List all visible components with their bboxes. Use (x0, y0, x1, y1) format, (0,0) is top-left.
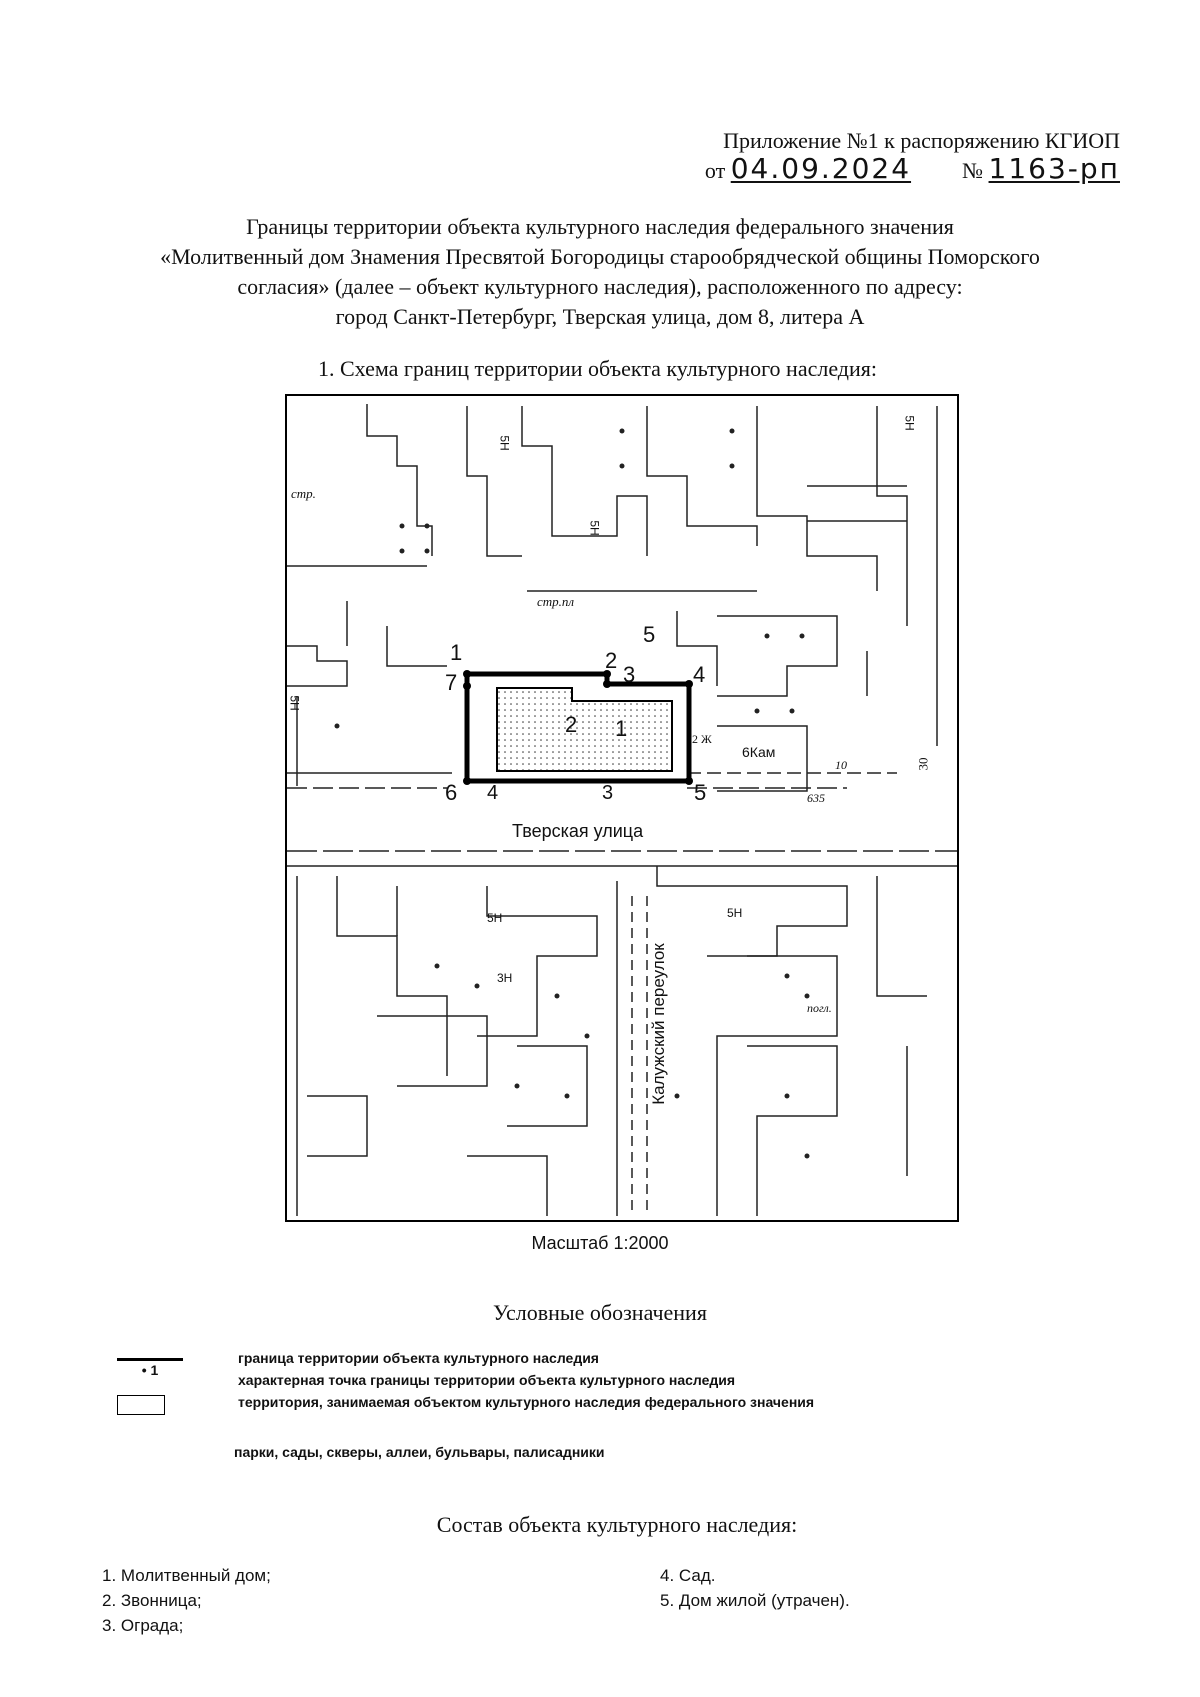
object-territory-symbol (117, 1395, 165, 1415)
boundary-point-label: 5 (694, 780, 707, 805)
building-label: 5Н (497, 435, 512, 451)
composition-item: 3. Ограда; (102, 1616, 184, 1635)
title-line: согласия» (далее – объект культурного на… (237, 274, 963, 299)
map-dots (334, 428, 810, 1159)
building-label: 5Н (727, 906, 743, 920)
building-label: 5Н (902, 415, 917, 431)
map-label: 10 (835, 758, 847, 772)
heritage-object-area (496, 687, 673, 772)
boundary-point-label: 1 (450, 640, 463, 665)
boundary-point-markers (463, 670, 693, 785)
boundary-point-label: 4 (693, 662, 706, 687)
point-symbol-label: 1 (150, 1362, 159, 1378)
building-label: 3Н (497, 971, 513, 985)
building-label: 5Н (487, 911, 503, 925)
legend-item: парки, сады, скверы, аллеи, бульвары, па… (234, 1444, 605, 1460)
boundary-point-label: 6 (445, 780, 458, 805)
map-label: погл. (807, 1001, 832, 1015)
order-number: 1163-рп (988, 152, 1120, 185)
legend-item: территория, занимаемая объектом культурн… (238, 1394, 815, 1410)
map-label: 30 (915, 757, 931, 771)
map-drawing (287, 404, 957, 1216)
legend-title: Условные обозначения (493, 1300, 707, 1325)
boundary-point-label: 3 (623, 662, 636, 687)
lane-label: Калужский переулок (649, 943, 668, 1105)
scheme-heading: 1. Схема границ территории объекта культ… (318, 356, 878, 381)
composition-item: 5. Дом жилой (утрачен). (660, 1591, 850, 1610)
element-label: 1 (615, 716, 628, 741)
legend-item: характерная точка границы территории объ… (238, 1372, 736, 1388)
composition-item: 1. Молитвенный дом; (102, 1566, 271, 1585)
composition-title: Состав объекта культурного наследия: (436, 1512, 798, 1537)
building-label: 5Н (587, 520, 602, 536)
map-background-lines (287, 404, 957, 1216)
boundary-map: 1 2 3 4 5 6 7 1 2 3 4 5 5Н 5Н 5Н 6Кам 5Н… (285, 394, 959, 1222)
map-label: 635 (807, 791, 825, 805)
element-label: 4 (487, 782, 499, 804)
street-label: Тверская улица (512, 821, 644, 841)
composition-item: 4. Сад. (660, 1566, 716, 1585)
appendix-heading: Приложение №1 к распоряжению КГИОП (723, 128, 1120, 153)
map-label: стр.пл (537, 594, 575, 609)
boundary-line-symbol (117, 1358, 183, 1361)
building-label: 5Н (287, 695, 302, 711)
number-label: № (962, 158, 984, 183)
boundary-point-label: 2 (605, 648, 618, 673)
document-title: Границы территории объекта культурного н… (80, 212, 1120, 332)
element-label: 3 (602, 782, 614, 804)
title-line: Границы территории объекта культурного н… (246, 214, 954, 239)
boundary-point-label: 7 (445, 670, 458, 695)
title-line: город Санкт-Петербург, Тверская улица, д… (335, 304, 865, 329)
order-date-number: от 04.09.2024 № 1163-рп (705, 152, 1120, 185)
dot-icon: • (141, 1362, 147, 1378)
map-scale: Масштаб 1:2000 (531, 1233, 669, 1253)
map-label: стр. (291, 486, 316, 501)
from-label: от (704, 158, 726, 183)
composition-item: 2. Звонница; (102, 1591, 202, 1610)
boundary-point-symbol: • 1 (117, 1362, 183, 1378)
order-date: 04.09.2024 (730, 152, 912, 185)
element-label: 2 (565, 712, 578, 737)
map-label: 2 Ж (692, 732, 712, 746)
title-line: «Молитвенный дом Знамения Пресвятой Бого… (160, 244, 1040, 269)
element-label: 5 (643, 622, 656, 647)
legend-item: граница территории объекта культурного н… (238, 1350, 599, 1366)
building-label: 6Кам (742, 744, 776, 760)
